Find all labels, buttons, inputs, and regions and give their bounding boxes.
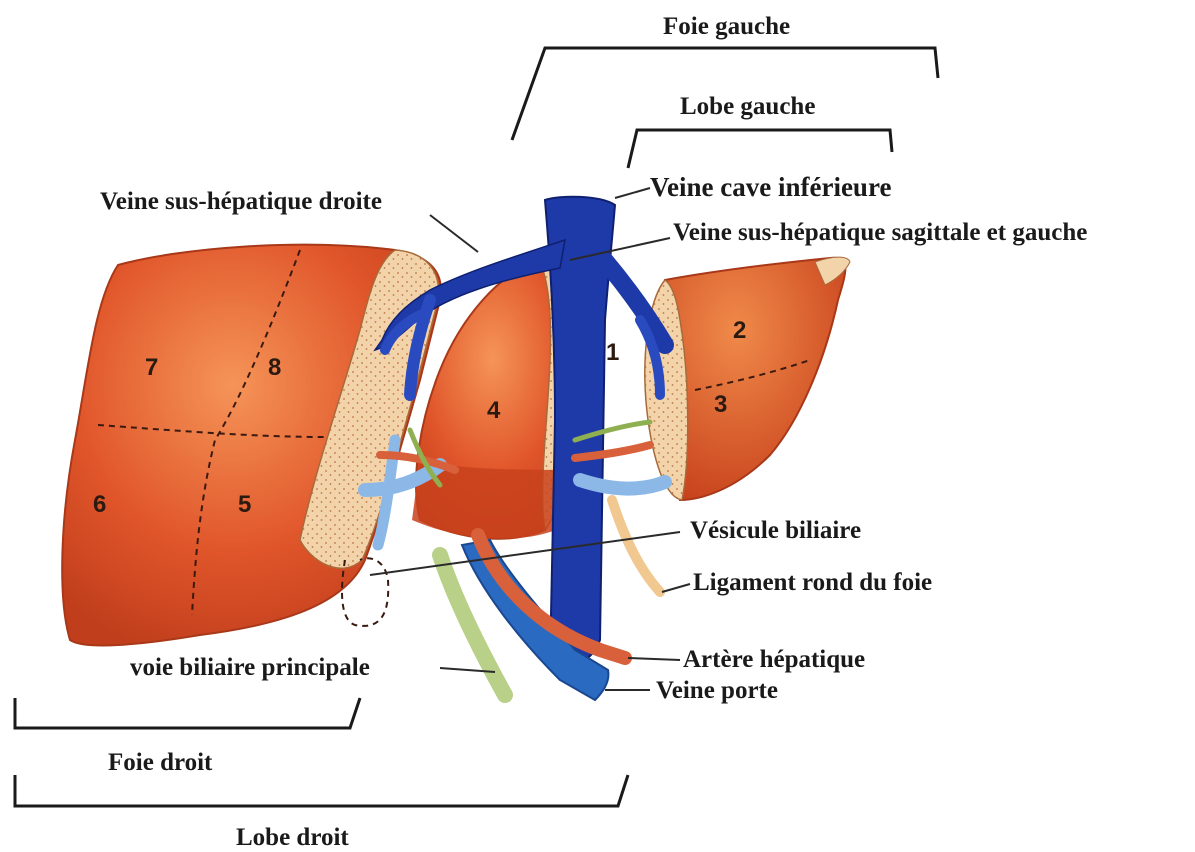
label-veine-sus-hepatique-sagittale: Veine sus-hépatique sagittale et gauche <box>673 219 1087 246</box>
lobe-droit-bracket <box>15 775 628 806</box>
leader-veine-cave <box>615 188 650 198</box>
label-lobe-droit: Lobe droit <box>236 824 349 851</box>
label-ligament-rond: Ligament rond du foie <box>693 569 932 596</box>
label-veine-sus-hepatique-droite: Veine sus-hépatique droite <box>100 188 382 215</box>
label-foie-gauche: Foie gauche <box>663 13 790 40</box>
label-foie-droit: Foie droit <box>108 749 213 776</box>
label-veine-cave-inferieure: Veine cave inférieure <box>650 172 891 202</box>
leader-ligament <box>662 584 690 592</box>
segment-5-number: 5 <box>238 491 251 518</box>
segment-1-number: 1 <box>606 339 619 366</box>
segment-3-number: 3 <box>714 391 727 418</box>
segment-4-number: 4 <box>487 397 501 424</box>
lobe-gauche-bracket <box>628 130 892 168</box>
round-ligament <box>612 500 660 592</box>
label-veine-porte: Veine porte <box>656 677 778 704</box>
left-lateral-lobe <box>645 257 850 500</box>
label-voie-biliaire-principale: voie biliaire principale <box>130 654 370 681</box>
leader-artere <box>628 658 680 660</box>
segment-7-number: 7 <box>145 354 158 381</box>
segment-8-number: 8 <box>268 354 281 381</box>
segment-2-number: 2 <box>733 317 746 344</box>
segment-6-number: 6 <box>93 491 106 518</box>
label-artere-hepatique: Artère hépatique <box>683 646 865 673</box>
label-lobe-gauche: Lobe gauche <box>680 93 815 120</box>
leader-veine-droite <box>430 215 478 252</box>
foie-droit-bracket <box>15 698 360 728</box>
label-vesicule-biliaire: Vésicule biliaire <box>690 517 861 544</box>
right-liver-lobe <box>62 245 441 646</box>
